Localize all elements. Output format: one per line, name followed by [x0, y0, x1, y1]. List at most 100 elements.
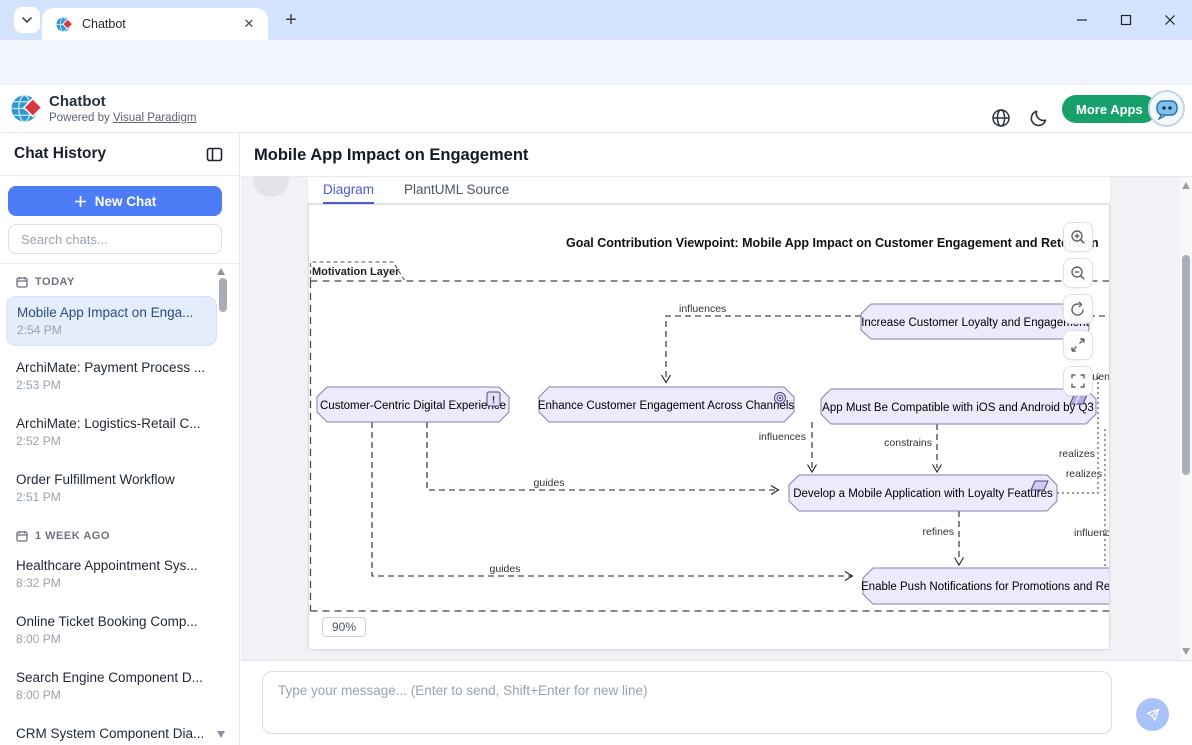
section-header-today: TODAY — [6, 272, 217, 290]
principle-icon: ! — [486, 391, 501, 407]
section-header-week: 1 WEEK AGO — [6, 526, 217, 544]
browser-toolbar: ai-toolbox.visual-paradigm.com/app/chatb… — [0, 40, 1192, 118]
language-globe-icon[interactable] — [991, 108, 1011, 128]
section-label: TODAY — [35, 276, 75, 288]
node-principle-customer-centric[interactable] — [316, 386, 510, 423]
zoom-out-button[interactable] — [1063, 258, 1093, 288]
chat-item[interactable]: Healthcare Appointment Sys... 8:32 PM — [6, 550, 217, 600]
sidebar-scroll-down-arrow[interactable] — [217, 731, 225, 738]
edge-label-guides: guides — [490, 563, 521, 575]
chat-item-time: 2:51 PM — [16, 490, 61, 504]
edge-label-guides: guides — [534, 477, 565, 489]
tab-title: Chatbot — [82, 17, 126, 31]
edge-label-influences: influences — [1074, 527, 1109, 539]
fullscreen-button[interactable] — [1063, 330, 1093, 360]
scroll-top-button[interactable] — [253, 177, 289, 197]
search-input[interactable] — [8, 224, 222, 254]
chat-list: TODAY Mobile App Impact on Enga... 2:54 … — [0, 264, 239, 745]
arrowhead — [770, 485, 780, 495]
chat-item[interactable]: ArchiMate: Logistics-Retail C... 2:52 PM — [6, 408, 217, 458]
more-apps-button[interactable]: More Apps — [1062, 95, 1157, 123]
chat-item-title: Healthcare Appointment Sys... — [16, 558, 198, 573]
zoom-in-icon — [1071, 230, 1085, 244]
archimate-diagram: Goal Contribution Viewpoint: Mobile App … — [309, 236, 1109, 612]
fit-frame-icon — [1071, 374, 1085, 388]
scrollbar-up-arrow[interactable] — [1182, 182, 1190, 189]
edge-influences-1 — [665, 315, 861, 379]
chat-item-title: ArchiMate: Payment Process ... — [16, 360, 206, 375]
fit-to-frame-button[interactable] — [1063, 366, 1093, 396]
goal-icon — [774, 392, 786, 404]
tab-close-icon[interactable]: ✕ — [243, 16, 255, 31]
chat-message-area: Diagram PlantUML Source Goal Contributio… — [241, 177, 1192, 660]
chatbot-avatar[interactable] — [1148, 90, 1185, 127]
powered-by: Powered by Visual Paradigm — [49, 112, 196, 124]
dark-mode-moon-icon[interactable] — [1029, 108, 1049, 128]
chat-item[interactable]: Online Ticket Booking Comp... 8:00 PM — [6, 606, 217, 656]
edge-labels: influences influences constrains guides … — [490, 303, 1109, 575]
close-button[interactable] — [1148, 0, 1192, 40]
edge-label-refines: refines — [922, 526, 954, 538]
zoom-level-badge: 90% — [322, 617, 367, 637]
sidebar-scrollbar-thumb[interactable] — [219, 278, 227, 312]
chat-item-time: 8:00 PM — [16, 688, 61, 702]
node-label: Increase Customer Loyalty and Engagement — [861, 317, 1089, 329]
edge-label-realizes: realizes — [1066, 468, 1102, 480]
chat-item[interactable]: ArchiMate: Payment Process ... 2:53 PM — [6, 352, 217, 402]
tab-plantuml-source[interactable]: PlantUML Source — [404, 182, 510, 197]
node-label: Enhance Customer Engagement Across Chann… — [538, 400, 795, 412]
scrollbar-thumb[interactable] — [1182, 255, 1190, 475]
chat-item[interactable]: Search Engine Component D... 8:00 PM — [6, 662, 217, 712]
zoom-in-button[interactable] — [1063, 222, 1093, 252]
chatbot-face-icon — [1155, 99, 1178, 120]
chevron-down-icon — [22, 17, 32, 24]
chat-item-title: Mobile App Impact on Enga... — [17, 305, 194, 320]
chat-item-time: 8:32 PM — [16, 576, 61, 590]
node-label: Enable Push Notifications for Promotions… — [861, 581, 1109, 593]
chat-item-time: 2:54 PM — [17, 323, 62, 337]
chat-item[interactable]: Order Fulfillment Workflow 2:51 PM — [6, 464, 217, 514]
diagram-title: Goal Contribution Viewpoint: Mobile App … — [566, 236, 1099, 250]
maximize-button[interactable] — [1104, 0, 1148, 40]
arrowhead — [807, 464, 817, 474]
node-goal-enhance-engagement[interactable] — [538, 386, 795, 423]
sidebar-title: Chat History — [14, 145, 107, 162]
diagram-zoom-controls — [1063, 222, 1093, 396]
chat-item-title: ArchiMate: Logistics-Retail C... — [16, 416, 201, 431]
browser-tab-chatbot[interactable]: Chatbot ✕ — [42, 8, 268, 40]
motivation-group-label-tab — [309, 261, 406, 282]
chat-item[interactable]: CRM System Component Dia... — [6, 718, 217, 745]
edge-guides-2 — [371, 422, 851, 577]
diagram-edges — [371, 315, 1109, 581]
minimize-button[interactable] — [1060, 0, 1104, 40]
visual-paradigm-link[interactable]: Visual Paradigm — [112, 112, 197, 124]
sidebar-scroll-up-arrow[interactable] — [217, 268, 225, 275]
tab-search-button[interactable] — [14, 7, 40, 33]
edge-label-constrains: constrains — [884, 437, 932, 449]
new-tab-button[interactable]: + — [285, 8, 297, 31]
main-scrollbar[interactable] — [1180, 177, 1192, 660]
node-requirement-develop-app[interactable] — [788, 474, 1058, 512]
new-chat-button[interactable]: New Chat — [8, 186, 222, 216]
scrollbar-down-arrow[interactable] — [1182, 648, 1190, 655]
send-button[interactable] — [1136, 698, 1169, 731]
sidebar-toggle-icon[interactable] — [206, 146, 223, 163]
plus-icon — [74, 195, 86, 207]
main-panel: Mobile App Impact on Engagement Diagram … — [241, 133, 1192, 745]
chat-item-time: 2:53 PM — [16, 378, 61, 392]
window-controls — [1060, 0, 1192, 40]
chat-item-selected[interactable]: Mobile App Impact on Enga... 2:54 PM — [6, 296, 217, 346]
app-title: Chatbot — [49, 93, 106, 110]
message-input[interactable] — [262, 671, 1112, 734]
edge-realizes-1 — [1057, 373, 1099, 494]
zoom-reset-button[interactable] — [1063, 294, 1093, 324]
arrowhead — [932, 464, 942, 474]
fullscreen-icon — [1071, 338, 1085, 352]
node-requirement-push-notifications[interactable] — [862, 567, 1109, 605]
arrowhead — [844, 571, 854, 581]
diagram-viewport[interactable]: Goal Contribution Viewpoint: Mobile App … — [308, 204, 1110, 650]
motivation-group-border — [309, 280, 1109, 612]
diagram-message-card: Diagram PlantUML Source Goal Contributio… — [308, 177, 1110, 650]
tab-diagram[interactable]: Diagram — [323, 177, 375, 204]
